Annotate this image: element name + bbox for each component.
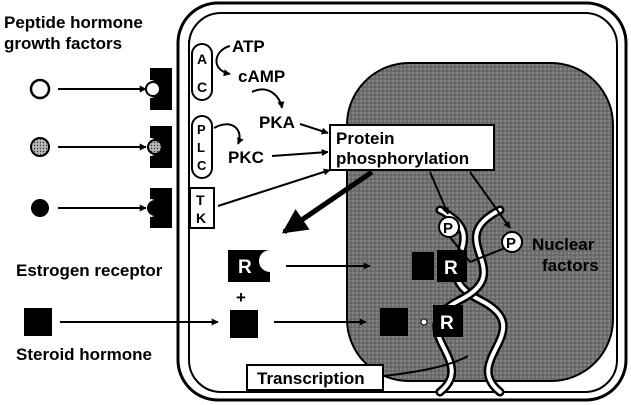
phospho-letter-1: P xyxy=(443,220,453,237)
tk-letter-k: K xyxy=(196,210,206,226)
nuclear-factors-line2: factors xyxy=(542,256,599,275)
ac-letter-c: C xyxy=(197,79,207,95)
estrogen-receptor-label: Estrogen receptor xyxy=(16,261,163,280)
receptor-plc: P L C xyxy=(148,116,212,178)
plus-sign: + xyxy=(236,288,246,307)
camp-label: cAMP xyxy=(238,67,285,86)
plc-letter-l: L xyxy=(197,140,205,155)
ac-letter-a: A xyxy=(197,51,207,67)
estrogen-receptor-shape: R xyxy=(228,250,270,282)
steroid-hormone-square-cytoplasm xyxy=(230,310,258,338)
gray-circle-ligand xyxy=(31,138,49,156)
tk-letter-t: T xyxy=(196,192,205,208)
pka-label: PKA xyxy=(259,113,295,132)
plc-letter-p: P xyxy=(197,122,206,137)
steroid-hormone-square xyxy=(24,308,52,336)
nuclear-receptor-r: R xyxy=(444,258,458,279)
steroid-hormone-label: Steroid hormone xyxy=(16,345,152,364)
nuclear-hormone-square xyxy=(412,252,434,280)
peptide-label-line1: Peptide hormone xyxy=(4,13,143,32)
plc-letter-c: C xyxy=(197,158,207,173)
nuclear-receptor-r-2: R xyxy=(440,313,454,334)
estrogen-receptor-r: R xyxy=(238,257,252,278)
receptor-tk: T K xyxy=(147,188,214,228)
open-circle-ligand xyxy=(31,80,49,98)
pkc-label: PKC xyxy=(228,148,264,167)
nuclear-factors-line1: Nuclear xyxy=(532,235,595,254)
protein-label-line2: phosphorylation xyxy=(336,149,469,168)
nuclear-steroid-square xyxy=(380,308,408,336)
phospho-letter-2: P xyxy=(506,235,516,252)
transcription-label: Transcription xyxy=(257,369,365,388)
peptide-label-line2: growth factors xyxy=(4,34,122,53)
black-circle-ligand xyxy=(31,199,49,217)
protein-label-line1: Protein xyxy=(336,129,395,148)
atp-label: ATP xyxy=(232,37,265,56)
